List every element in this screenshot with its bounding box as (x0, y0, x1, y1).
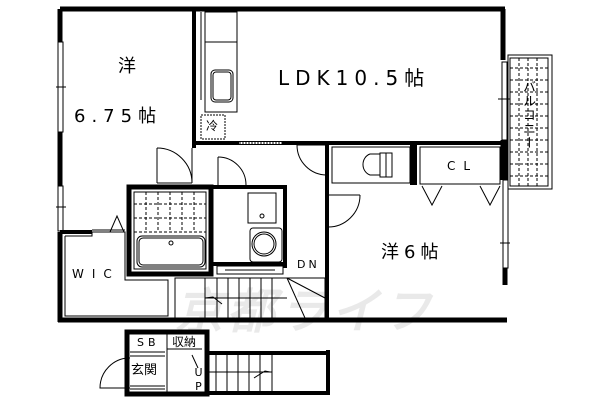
window-left-upper (56, 41, 66, 232)
storage-label: 収納 (172, 335, 197, 349)
entrance-area (99, 332, 202, 394)
stairs-up-label: UP (192, 366, 205, 394)
window-right-lower (500, 179, 510, 269)
stairs-up (205, 353, 273, 393)
door-western-2 (326, 194, 361, 228)
shoe-box-label: SB (137, 336, 160, 349)
stairs-down-label: DN (297, 258, 320, 271)
balcony-label: バルコニー (520, 80, 535, 150)
refrigerator-label: 冷 (206, 119, 221, 133)
closet (419, 146, 501, 207)
wash-basin (249, 227, 283, 263)
balcony (507, 54, 553, 190)
wic-label: WIC (72, 267, 120, 281)
stairs-down (174, 277, 326, 319)
washroom-shelf (216, 265, 284, 275)
western-room-2-label: 洋6帖 (381, 242, 444, 263)
bathroom (133, 191, 207, 270)
western-room-1-size: 6.75帖 (74, 106, 163, 127)
kitchen-counter (200, 11, 238, 113)
door-washroom (217, 156, 247, 187)
closet-label: CL (447, 159, 479, 173)
ldk-label: LDK10.5帖 (278, 66, 431, 90)
door-ldk (296, 144, 328, 176)
western-room-1-kind: 洋 (118, 56, 138, 77)
watermark: 京都ライフ (175, 284, 436, 340)
wic (64, 214, 169, 317)
refrigerator-space (200, 114, 226, 140)
door-western-1 (156, 147, 193, 184)
toilet (331, 146, 411, 184)
washing-machine (247, 192, 277, 224)
entrance-label: 玄関 (131, 363, 158, 378)
